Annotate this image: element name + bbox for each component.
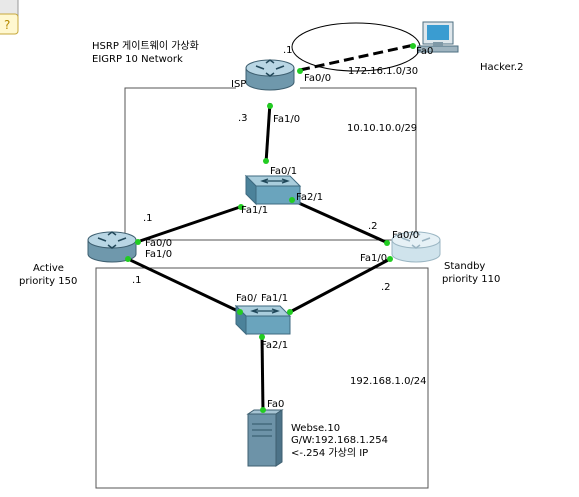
port-up-icon — [135, 239, 141, 245]
iface-sw2-fa11: Fa1/1 — [261, 293, 288, 304]
network-isp-hacker: 172.16.1.0/30 — [348, 66, 418, 77]
network-lan: 192.168.1.0/24 — [350, 376, 427, 387]
port-up-icon — [238, 204, 244, 210]
port-up-icon — [259, 334, 265, 340]
link-sw2-server — [260, 334, 265, 413]
port-up-icon — [297, 68, 303, 74]
link-standby-sw2 — [289, 256, 393, 314]
isp-label: ISP — [231, 79, 246, 90]
port-up-icon — [410, 43, 416, 49]
note-icon[interactable]: ? — [0, 0, 19, 35]
active-router[interactable] — [87, 231, 137, 263]
iface-sw2-fa21: Fa2/1 — [261, 340, 288, 351]
iface-standby-fa10: Fa1/0 — [360, 253, 387, 264]
link-isp-hacker — [299, 43, 415, 72]
port-up-icon — [263, 158, 269, 164]
hostid-active-lan: .1 — [132, 275, 142, 286]
hostid-standby-core: .2 — [368, 221, 378, 232]
core-switch[interactable] — [244, 174, 302, 206]
link-active-sw2 — [125, 256, 241, 314]
active-priority: priority 150 — [19, 276, 77, 287]
iface-server-fa0: Fa0 — [267, 399, 284, 410]
server-virtual-ip-note: <-.254 가상의 IP — [291, 447, 368, 459]
network-core: 10.10.10.0/29 — [347, 123, 417, 134]
lan-area-boundary — [95, 267, 429, 489]
port-up-icon — [384, 240, 390, 246]
lan-switch[interactable] — [234, 304, 292, 336]
hostid-isp-core: .3 — [238, 113, 248, 124]
server-label: Webse.10 — [291, 423, 340, 434]
iface-sw1-fa21: Fa2/1 — [296, 192, 323, 203]
port-status-indicators — [125, 43, 416, 413]
port-up-icon — [125, 256, 131, 262]
port-up-icon — [260, 407, 266, 413]
note-title: HSRP 게이트웨이 가상화 — [92, 40, 199, 52]
svg-text:?: ? — [4, 18, 10, 32]
active-label: Active — [33, 263, 64, 274]
port-up-icon — [287, 309, 293, 315]
server-gateway: G/W:192.168.1.254 — [291, 435, 388, 446]
link-sw1-active — [136, 205, 241, 244]
iface-standby-fa00: Fa0/0 — [392, 230, 419, 241]
hacker-label: Hacker.2 — [480, 62, 523, 73]
hacker-pc[interactable] — [417, 21, 459, 53]
standby-router[interactable] — [391, 231, 441, 263]
link-isp-sw1 — [264, 102, 272, 164]
port-up-icon — [237, 309, 243, 315]
iface-active-fa10: Fa1/0 — [145, 249, 172, 260]
standby-priority: priority 110 — [442, 274, 500, 285]
hostid-standby-lan: .2 — [381, 282, 391, 293]
iface-isp-fa10: Fa1/0 — [273, 114, 300, 125]
link-isp-loop — [291, 22, 421, 72]
iface-sw2-fa0: Fa0/ — [236, 293, 257, 304]
web-server[interactable] — [246, 409, 284, 467]
links — [125, 22, 421, 413]
iface-hacker-fa0: Fa0 — [416, 46, 433, 57]
isp-router[interactable] — [245, 59, 295, 91]
hostid-active-core: .1 — [143, 213, 153, 224]
note-subtitle: EIGRP 10 Network — [92, 54, 183, 65]
iface-sw1-fa01: Fa0/1 — [270, 166, 297, 177]
port-up-icon — [267, 103, 273, 109]
port-up-icon — [289, 197, 295, 203]
core-area-boundary — [124, 87, 417, 241]
iface-sw1-fa11: Fa1/1 — [241, 205, 268, 216]
iface-isp-fa00: Fa0/0 — [304, 73, 331, 84]
iface-active-fa00: Fa0/0 — [145, 238, 172, 249]
standby-label: Standby — [444, 261, 485, 272]
link-sw1-standby — [291, 198, 389, 245]
hostid-isp-loop: .1 — [283, 45, 293, 56]
port-up-icon — [387, 256, 393, 262]
